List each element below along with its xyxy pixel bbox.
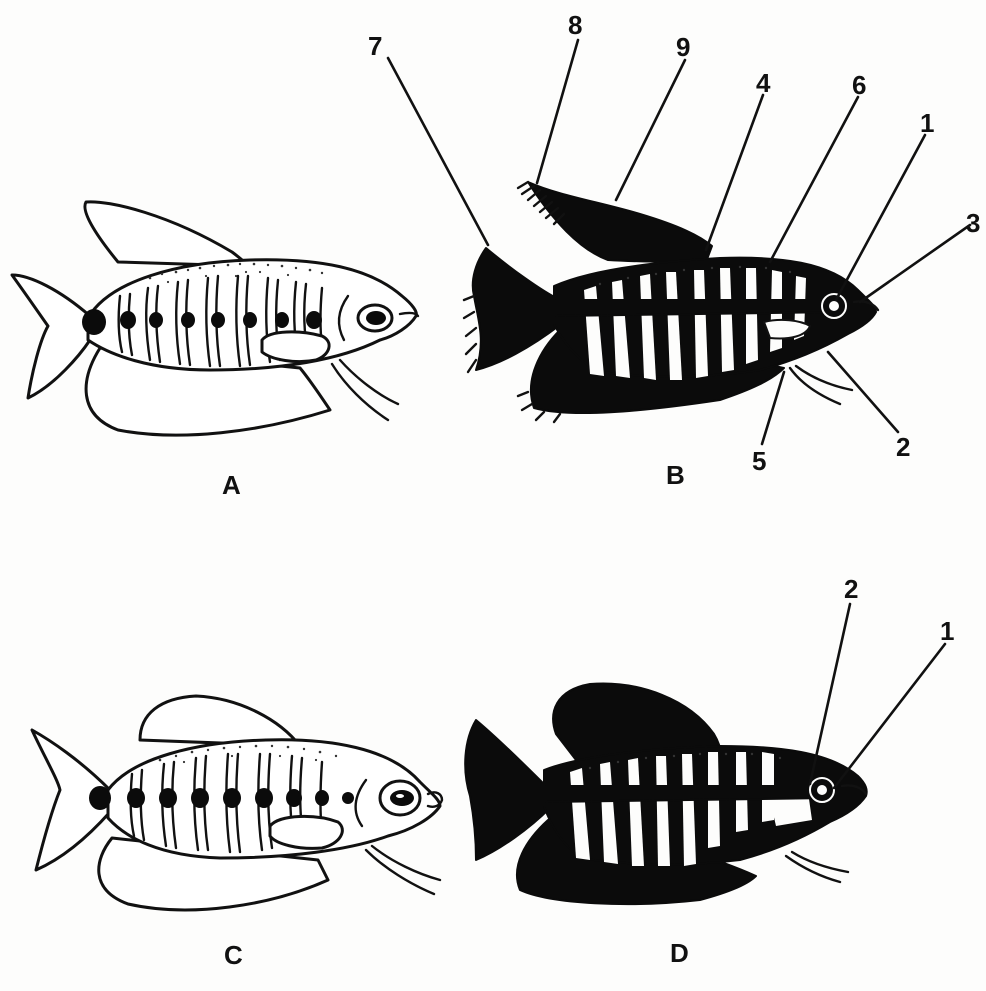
panel-b-callout-1: 1 [920,108,934,138]
panel-a-pelvic-filament [332,360,398,420]
panel-a-dorsal-fin [85,202,248,266]
panel-b-callout-6: 6 [852,70,866,100]
panel-a-tail-fin [12,275,90,398]
panel-d-callout-1: 1 [940,616,954,646]
panel-c-letter: C [224,940,243,970]
panel-b-callout-5: 5 [752,446,766,476]
panel-d-letter: D [670,938,689,968]
panel-d-body [544,746,867,864]
panel-a-fish [12,202,418,435]
panel-b-callout-9: 9 [676,32,690,62]
panel-b-callout-2: 2 [896,432,910,462]
panel-c-pelvic-filament [366,846,440,894]
panel-d-pelvic-filament [786,852,848,882]
panel-b-letter: B [666,460,685,490]
panel-a-letter: A [222,470,241,500]
panel-d-fish [465,683,867,904]
panel-b-lateral-stripe [556,300,840,316]
panel-b-eye [822,294,846,318]
panel-d-callout-2: 2 [844,574,858,604]
panel-b-pelvic-filament [790,366,852,404]
panel-b-tail-fringe [464,296,476,372]
panel-a-eye [358,305,392,331]
panel-b-fish [464,182,878,422]
panel-b-callout-3: 3 [966,208,980,238]
panel-b-callout-7: 7 [368,31,382,61]
panel-d-lateral-stripe [546,786,830,802]
panel-c-fish [32,696,442,910]
panel-c-pectoral-fin [270,816,342,848]
panel-c-eye [380,781,420,815]
panel-a-pectoral-fin [262,332,329,362]
panel-d-eye [810,778,834,802]
panel-b-callout-8: 8 [568,10,582,40]
panel-b-callout-4: 4 [756,68,771,98]
